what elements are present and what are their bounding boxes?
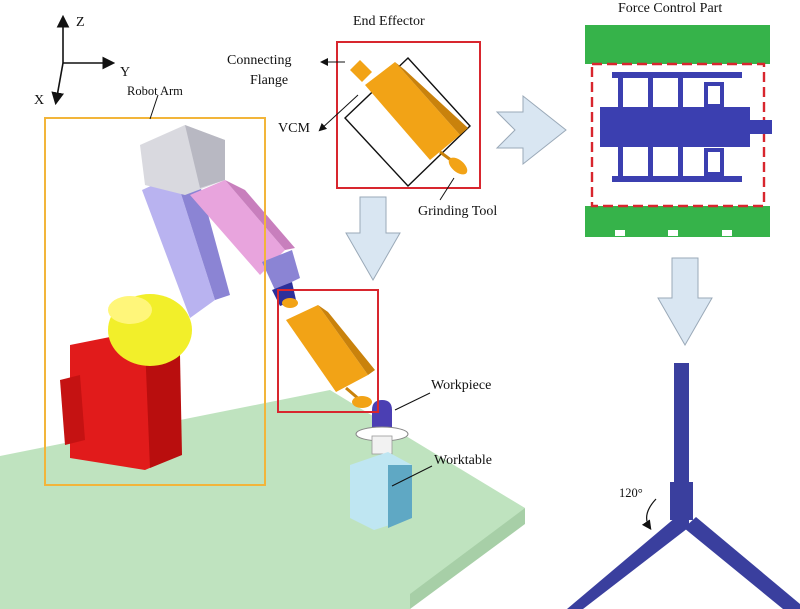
connecting-flange-label-1: Connecting <box>227 53 292 68</box>
angle-label: 120° <box>619 486 643 500</box>
robot-arm-frame <box>44 117 266 486</box>
end-effector-label: End Effector <box>353 14 425 29</box>
force-control-part-detail <box>585 25 772 237</box>
axis-z-label: Z <box>76 15 85 30</box>
angle-arc <box>641 498 657 530</box>
workpiece-label: Workpiece <box>431 378 491 393</box>
coordinate-axes: Z Y X <box>34 14 130 108</box>
force-control-part-label: Force Control Part <box>618 1 722 16</box>
axis-x-label: X <box>34 93 44 108</box>
end-effector-detail <box>344 56 471 188</box>
vcm-label: VCM <box>278 121 310 136</box>
arrow-down-to-flexure <box>657 257 713 347</box>
arrow-down-to-tool <box>345 196 401 282</box>
robot-arm-label: Robot Arm <box>127 84 183 98</box>
mounted-tool-frame <box>277 289 379 413</box>
mounted-end-effector <box>282 298 375 408</box>
worktable-model <box>350 452 412 530</box>
axis-y-label: Y <box>120 65 130 80</box>
worktable-label: Worktable <box>434 453 492 468</box>
arrow-to-force-part <box>495 94 567 166</box>
connecting-flange-label-2: Flange <box>250 73 288 88</box>
grinding-tool-label: Grinding Tool <box>418 204 497 219</box>
flexure-y-shape <box>567 363 800 609</box>
